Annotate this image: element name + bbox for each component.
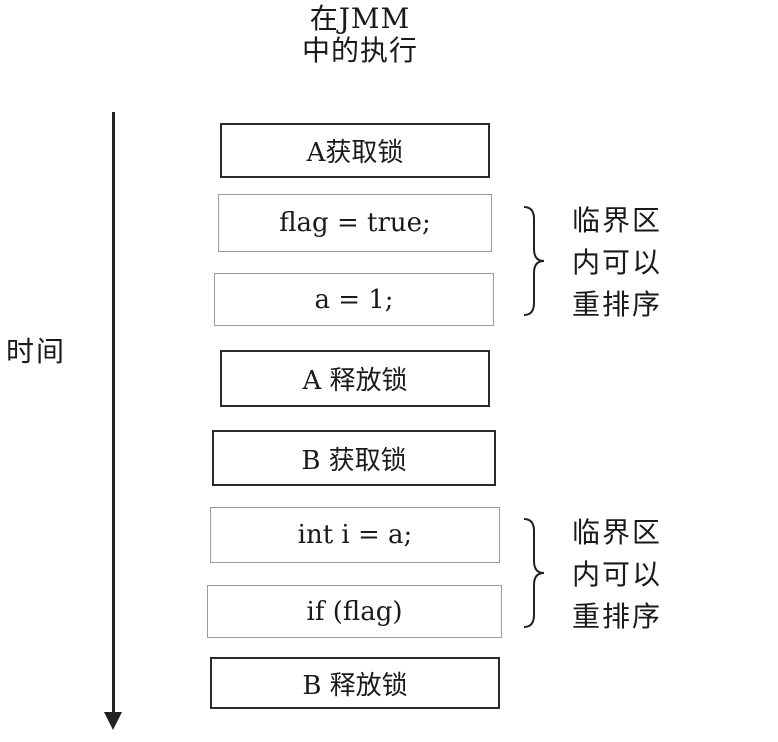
reorder-note-1-line-2: 内可以 — [572, 246, 663, 279]
diagram-title-line-2: 中的执行 — [301, 34, 418, 67]
reorder-note-2-line-3: 重排序 — [572, 600, 663, 633]
diagram-title-line-1: 在JMM — [309, 2, 411, 35]
step-flag-true: flag = true; — [218, 194, 492, 252]
reorder-note-1: 临界区 内可以 重排序 — [572, 200, 662, 326]
step-int-i-equals-a: int i = a; — [210, 507, 500, 563]
step-a-release-lock: A 释放锁 — [220, 350, 490, 407]
reorder-note-1-line-1: 临界区 — [572, 204, 663, 237]
step-b-release-lock: B 释放锁 — [210, 657, 500, 709]
reorder-note-2-line-1: 临界区 — [572, 516, 663, 549]
step-a-acquire-lock: A获取锁 — [220, 123, 490, 178]
right-brace-2 — [520, 517, 560, 629]
reorder-note-2-line-2: 内可以 — [572, 558, 663, 591]
reorder-note-2: 临界区 内可以 重排序 — [572, 512, 662, 638]
time-axis-arrowhead — [104, 712, 122, 730]
time-axis-line — [112, 112, 115, 714]
step-a-equals-1: a = 1; — [214, 273, 494, 326]
step-b-acquire-lock: B 获取锁 — [212, 430, 496, 486]
step-if-flag: if (flag) — [207, 585, 502, 638]
right-brace-1 — [520, 205, 560, 317]
reorder-note-1-line-3: 重排序 — [572, 288, 663, 321]
time-axis-label: 时间 — [6, 335, 67, 368]
